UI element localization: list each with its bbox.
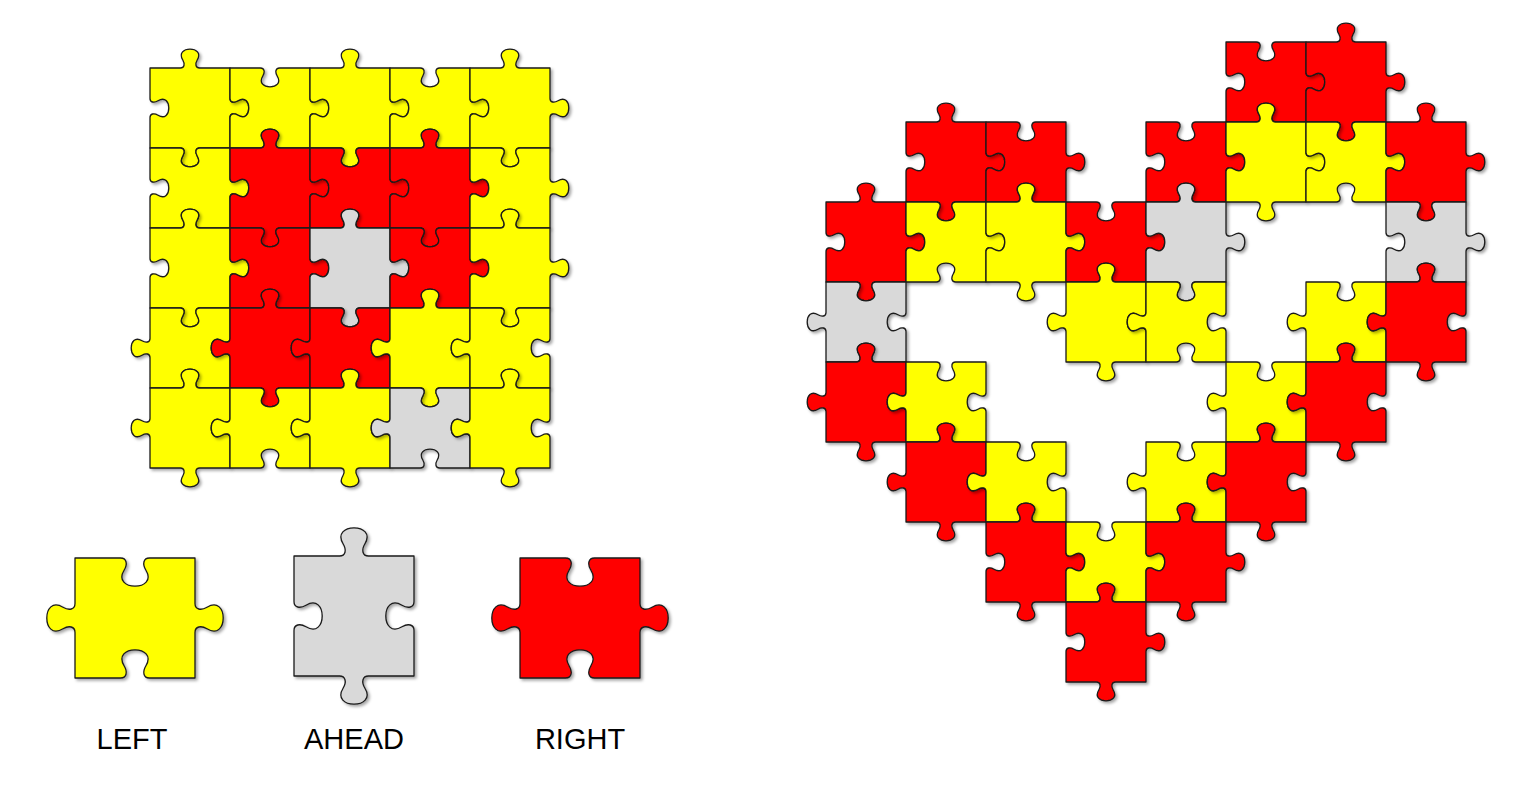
puzzle-piece bbox=[451, 369, 550, 487]
legend-label: RIGHT bbox=[470, 722, 690, 757]
heart-puzzle-piece bbox=[1146, 503, 1245, 621]
heart-puzzle-piece bbox=[1127, 282, 1226, 362]
legend-label: AHEAD bbox=[244, 722, 464, 757]
legend-swatch bbox=[492, 558, 668, 678]
legend-swatch bbox=[294, 528, 414, 704]
legend-label: LEFT bbox=[22, 722, 242, 757]
legend-swatch bbox=[47, 558, 223, 678]
heart-puzzle-piece bbox=[1226, 103, 1325, 221]
heart-puzzle-piece bbox=[1066, 583, 1165, 701]
